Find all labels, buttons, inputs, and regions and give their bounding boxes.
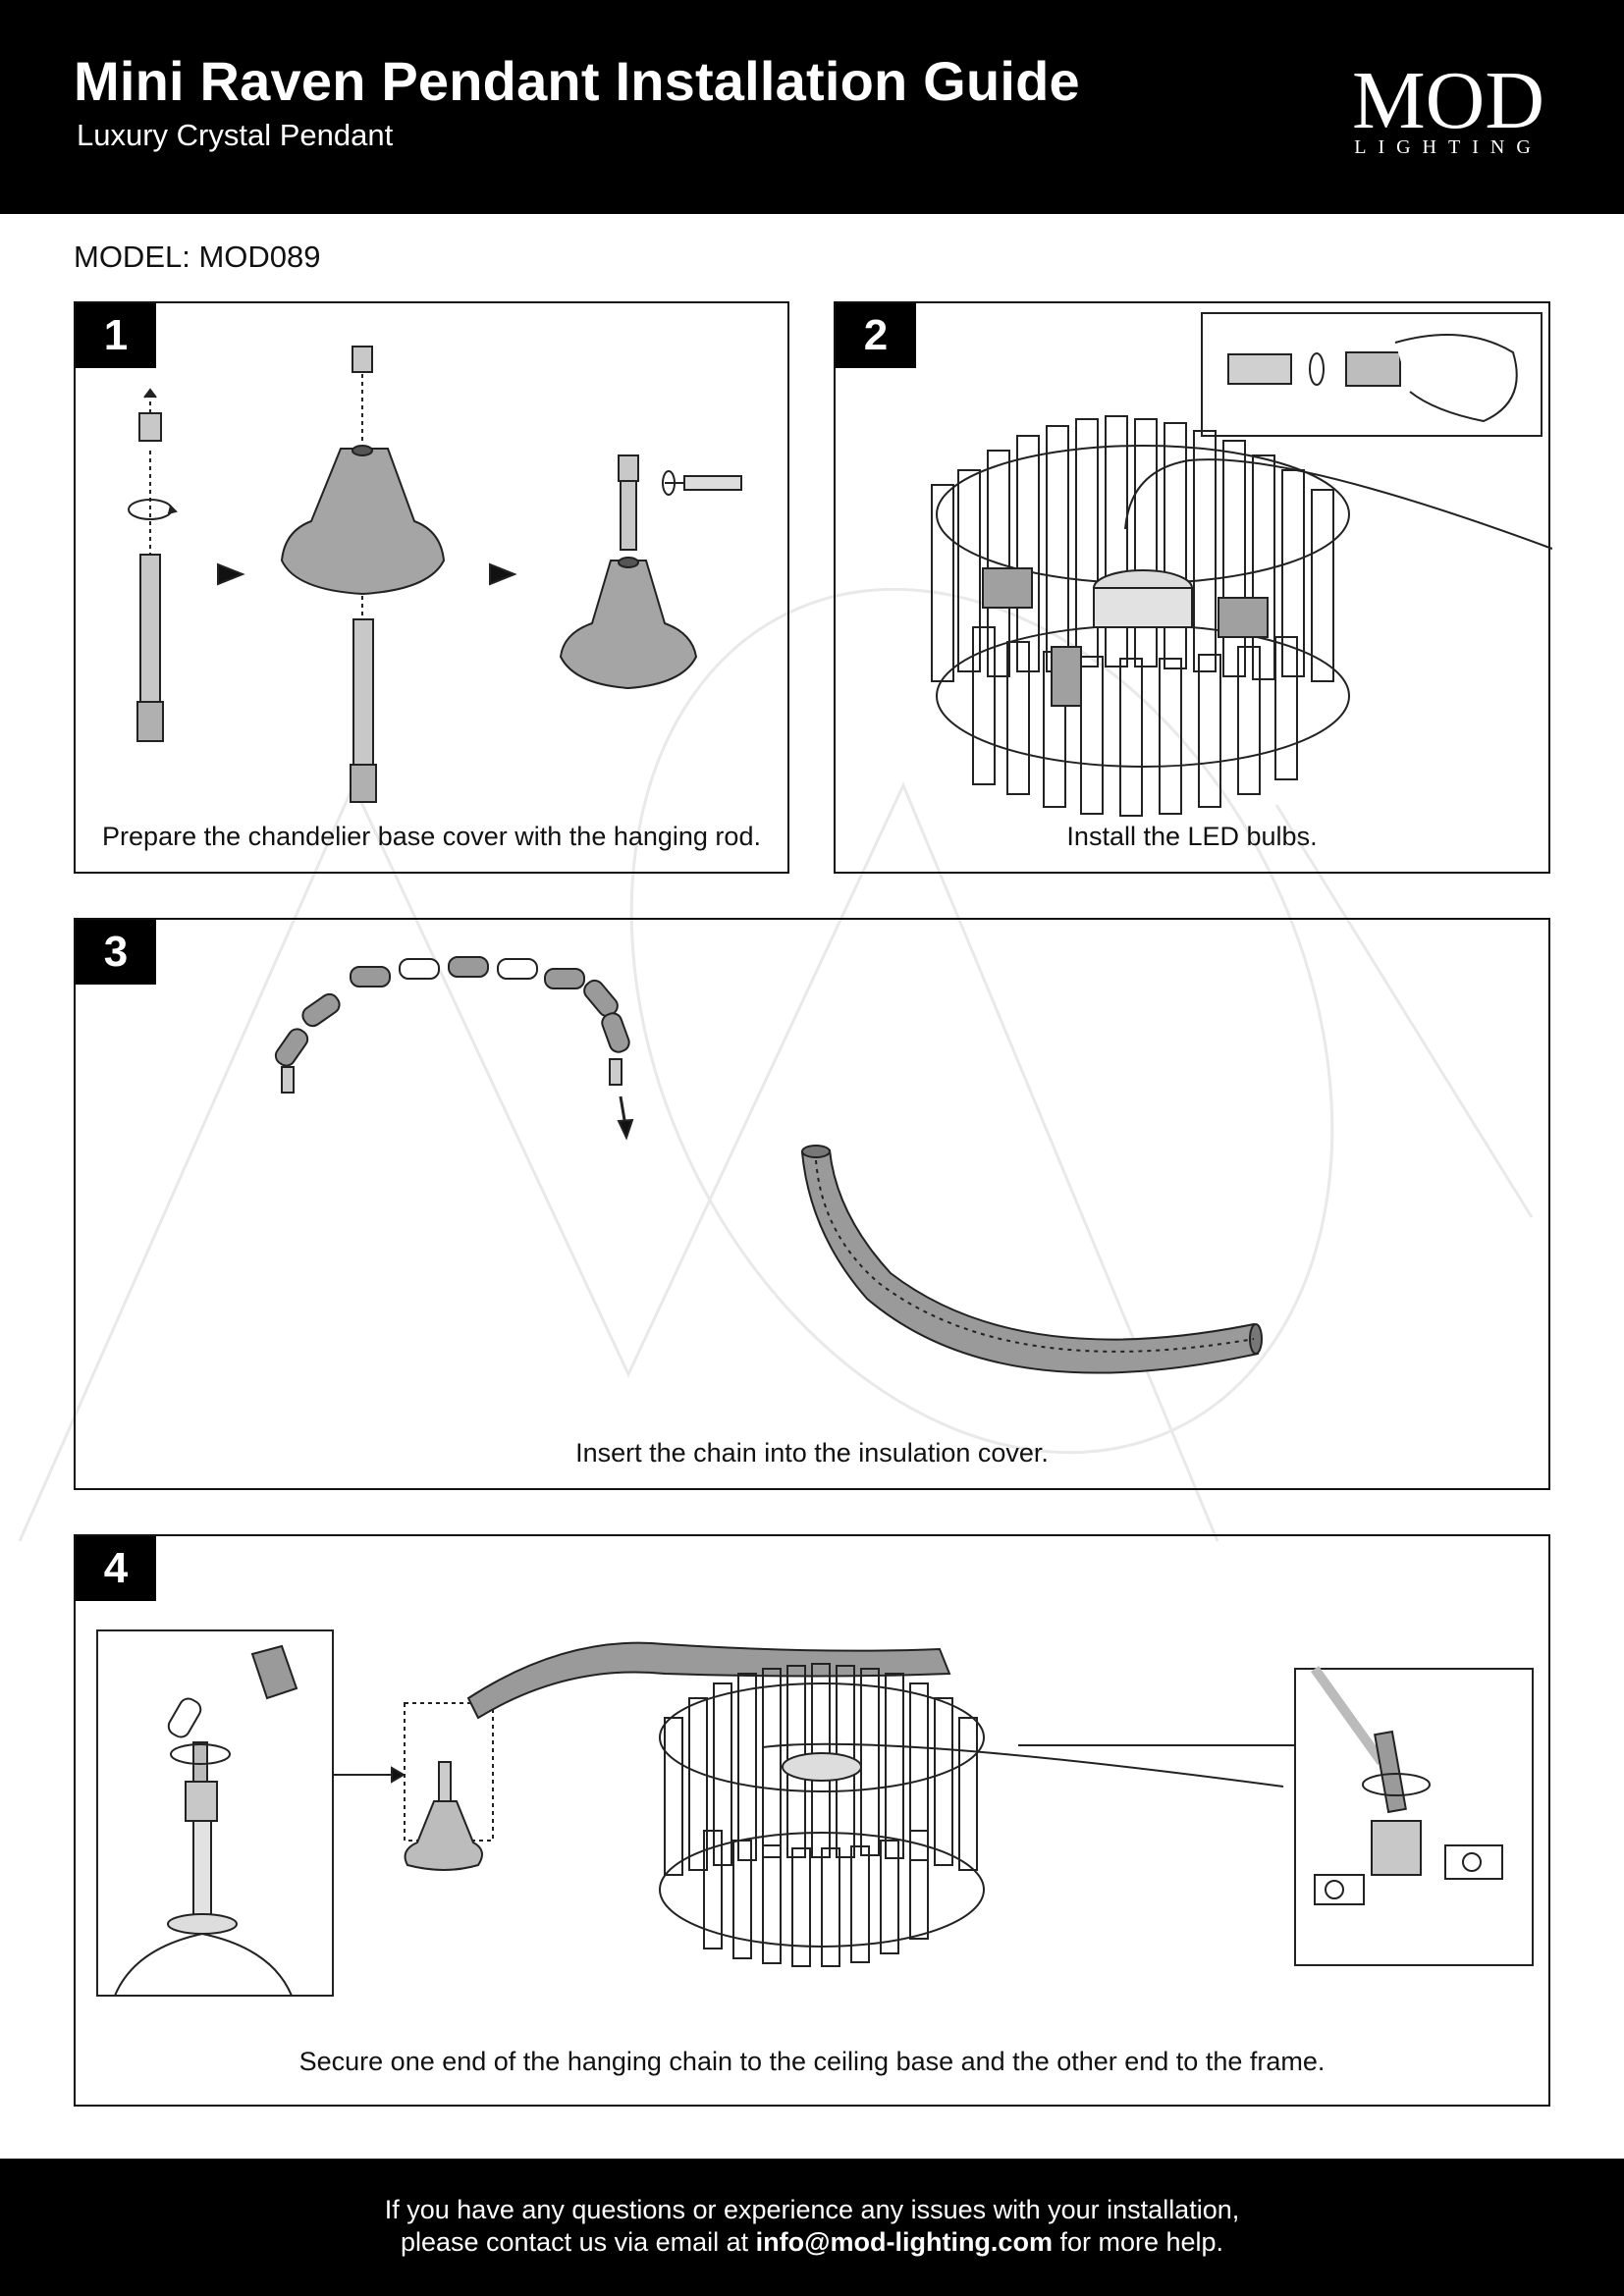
page-subtitle: Luxury Crystal Pendant [77,118,394,152]
step-3-panel: 3 Insert the chain into the insulation c… [74,918,1550,1490]
footer-text-pre: please contact us via email at [400,2227,756,2257]
logo-main-text: MOD [1352,55,1544,146]
step-2-illustration [931,312,1552,817]
step-2-panel: 2 Install the LED bulbs. [834,301,1552,874]
detail-inset-right [1294,1668,1534,1966]
canopy-cover [280,448,446,596]
step-arrow [217,562,245,586]
step-3-illustration [274,956,1263,1374]
step-4-panel: 4 Secure one end of the hanging chain to… [74,1534,1550,2107]
support-email-link[interactable]: info@mod-lighting.com [755,2227,1053,2257]
step-arrow [489,562,517,586]
step-caption: Insert the chain into the insulation cov… [575,1438,1049,1468]
led-bulb-icon [1345,351,1401,387]
step-number: 3 [76,920,156,985]
step-number: 4 [76,1536,156,1601]
mod-lighting-logo: MOD LIGHTING [1352,55,1544,158]
logo-sub-text: LIGHTING [1354,136,1543,158]
coupler-part [138,412,162,442]
step-caption: Secure one end of the hanging chain to t… [298,2047,1326,2076]
footer-line-1: If you have any questions or experience … [384,2195,1240,2224]
footer-text-post: for more help. [1052,2227,1224,2257]
footer-line-2: please contact us via email at info@mod-… [0,2226,1624,2259]
step-number: 1 [76,303,156,368]
frame-panels [931,415,1334,817]
led-bulb [982,567,1033,609]
insulation-cover [800,1148,1260,1374]
insulation-cover [466,1641,951,1720]
step-caption: Install the LED bulbs. [1066,822,1318,851]
header-band: Mini Raven Pendant Installation Guide Lu… [0,0,1624,214]
hanging-chain [274,956,630,1067]
model-number: MODEL: MOD089 [74,240,321,274]
step-1-panel: 1 Prepare the chandelier base cover with… [74,301,789,874]
hanging-rod [139,554,161,713]
footer-band: If you have any questions or experience … [0,2159,1624,2296]
step-4-illustration [96,1629,1534,1997]
screwdriver-icon [683,475,742,491]
step-caption: Prepare the chandelier base cover with t… [102,822,761,851]
page-title: Mini Raven Pendant Installation Guide [74,50,1080,112]
step-1-illustration [128,346,742,803]
step-number: 2 [836,303,916,368]
